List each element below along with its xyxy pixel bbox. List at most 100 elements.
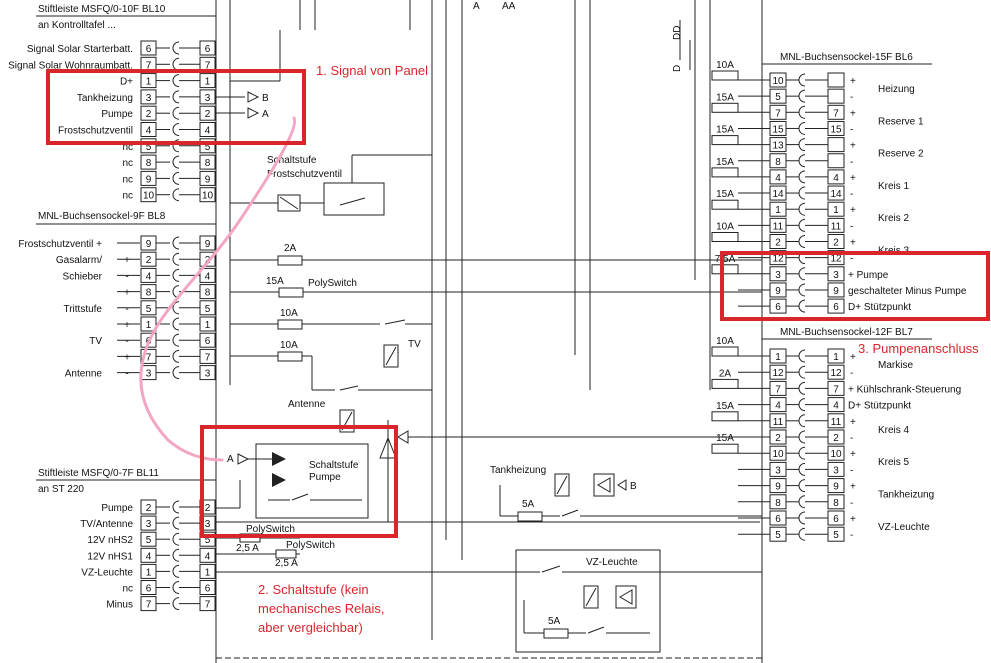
annotation-schaltstufe-2: mechanisches Relais, [258,601,384,616]
fuse-5a-tank-label: 5A [522,499,535,510]
bl11-pin2-box [199,563,216,579]
bl7-socket-symbol [798,479,806,493]
highlight-signal-panel [46,69,306,145]
bl6-group-label: Heizung [878,84,915,95]
bl6-socket-symbol [798,202,806,216]
bl8-pin2-number: 7 [205,352,211,363]
bl6-fuse [711,102,739,113]
bl7-pin2-box [827,478,845,494]
kontrolltafel-pin2-number: 10 [202,191,214,202]
bl8-socket-symbol [172,366,180,380]
bl7-pin-number: 5 [775,530,781,541]
bl6-pin2-number: 6 [833,302,839,313]
kontrolltafel-pin-number: 2 [146,109,152,120]
bl6-row-sign: - [850,92,853,103]
bl11-pin2-number: 6 [205,584,211,595]
bl11-socket-symbol [172,548,180,562]
bl6-header: MNL-Buchsensockel-15F BL6 [780,52,913,63]
bl7-row-sign: - [850,498,853,509]
bl7-pin2-box [827,461,845,477]
bl8-socket-symbol [172,236,180,250]
bl6-pin2-box [827,88,845,104]
bl6-socket-symbol [798,235,806,248]
bl6-pin2-number: 12 [830,254,842,265]
bl7-group-label: Tankheizung [878,490,934,501]
bl6-pin2-box [827,72,845,88]
bl7-row-sign: - [850,368,853,379]
bl7-row-sign: + [850,417,856,428]
bl6-pin2-box [827,282,845,298]
bl8-pin2-number: 5 [205,304,211,315]
kontrolltafel-socket-symbol [172,139,180,153]
bl6-row-sign: + [850,108,856,119]
bl8-pin-number: 3 [146,369,152,380]
bl6-pin-number: 1 [775,205,781,216]
bl7-socket-symbol [798,511,806,525]
bl7-socket-symbol [798,462,806,476]
bl8-pin2-box [199,365,216,381]
bl6-pin2-number: 11 [831,221,842,232]
bl6-group-label: Reserve 1 [878,116,924,127]
bl8-row-label: Gasalarm/ [56,255,102,266]
bl6-socket-symbol [798,186,806,200]
bl11-pin2-box [199,547,216,563]
bl6-pin-number: 2 [775,238,781,249]
bl11-pin-number: 6 [146,584,152,595]
bl7-pin-number: 3 [775,465,781,476]
kontrolltafel-socket-symbol [172,171,180,185]
bl6-socket-symbol [798,89,806,103]
bl8-pin2-number: 3 [205,369,211,380]
bl8-pin2-box [199,332,216,348]
bl11-row-label: Minus [106,600,133,611]
bl8-pin-number: 4 [146,271,152,282]
bl7-pin2-number: 6 [833,514,839,525]
bl8-pin-number: 5 [146,304,152,315]
kontrolltafel-pin2-number: 2 [205,109,211,120]
bl7-pin-number: 8 [775,498,781,509]
bl6-pin2-box [827,217,845,233]
bl6-row-sign: - [850,189,853,200]
bl8-socket-symbol [172,252,180,266]
polyswitch-low2-label: PolySwitch [286,540,335,551]
bl7-pin-number: 4 [775,401,781,412]
tankheizung-label: Tankheizung [490,465,546,476]
bl6-fuse-label: 10A [716,60,734,71]
bl7-socket-symbol [798,365,806,379]
bl7-group-label: VZ-Leuchte [878,522,930,533]
bl11-socket-symbol [172,564,180,578]
bl7-fuse-label: 10A [716,336,734,347]
bl7-pin2-box [827,494,845,510]
bl7-pin2-box [827,348,845,364]
bl11-pin2-box [199,580,216,595]
bl6-fuse-label: 10A [716,222,734,233]
bl6-socket-symbol [798,299,806,313]
kontrolltafel-socket-symbol [172,155,180,169]
bl8-socket-symbol [172,317,180,331]
label-aa-top: AA [502,1,516,12]
fuse-10a-tv-label: 10A [280,308,298,319]
bl11-pin2-number: 1 [205,567,211,578]
kontrolltafel-socket-symbol [172,57,180,71]
annotation-schaltstufe-1: 2. Schaltstufe (kein [258,582,369,597]
bl7-pin2-number: 1 [833,352,839,363]
bl6-pin2-number: 2 [833,238,839,249]
bl6-pin2-box [827,137,845,153]
bl6-row-sign: + [850,205,856,216]
bl6-fuse [711,232,739,242]
bl11-socket-symbol [172,500,180,514]
bl8-socket-symbol [172,333,180,347]
bl7-pin-number: 12 [772,368,784,379]
bl6-pin2-number: 3 [833,270,839,281]
output-a-label: A [262,109,269,120]
bl6-socket-symbol [798,170,806,184]
bl6-connector: MNL-Buchsensockel-15F BL6 10A10+Heizung5… [711,52,967,314]
kontrolltafel-pin-number: 5 [146,142,152,153]
bl11-row-label: Pumpe [101,503,133,514]
bl6-row-sign: + [850,76,856,87]
bl8-pin2-box [199,300,216,316]
bl7-pin2-number: 8 [833,498,839,509]
diode-2 [272,473,286,487]
kontrolltafel-header: Stiftleiste MSFQ/0-10F BL10 [38,4,166,15]
annotation-signal-panel: 1. Signal von Panel [316,63,428,78]
